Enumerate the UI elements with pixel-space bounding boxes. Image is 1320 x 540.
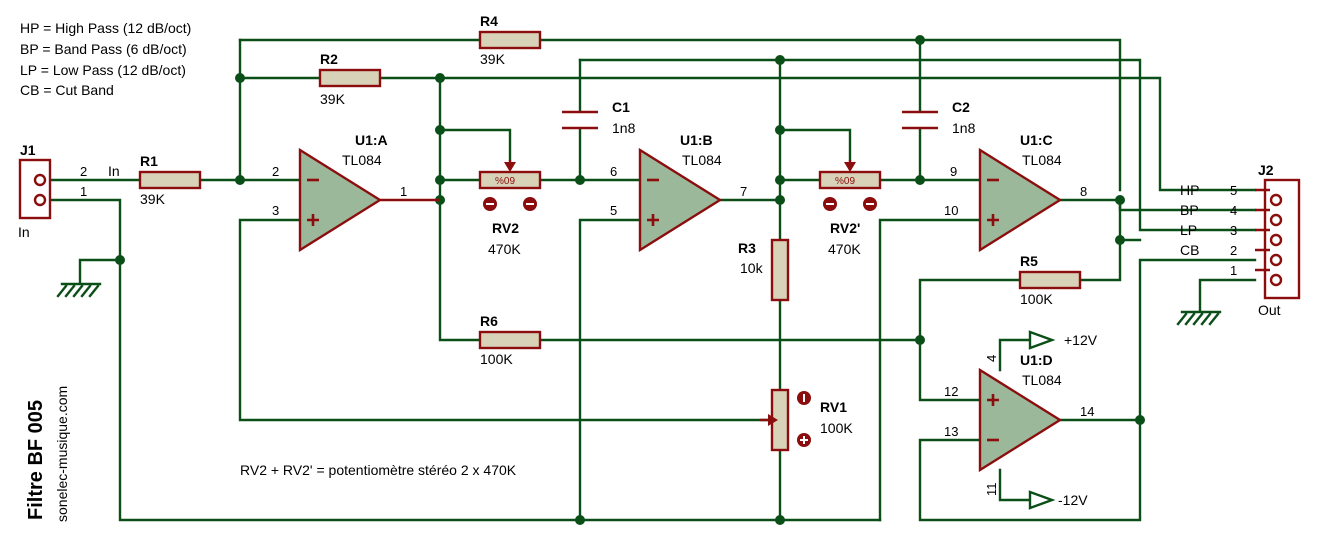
r1-ref: R1 — [140, 153, 158, 169]
r3-ref: R3 — [738, 240, 756, 256]
u1d-type: TL084 — [1022, 372, 1062, 388]
c1-value: 1n8 — [612, 120, 636, 136]
rv1-ref: RV1 — [820, 399, 847, 415]
u1b-ref: U1:B — [680, 132, 713, 148]
opamp-u1d: U1:D TL084 12 13 14 4 11 — [944, 352, 1094, 496]
resistor-r1: R1 39K — [138, 153, 202, 207]
supply-positive: +12V — [1028, 330, 1098, 350]
j1-pin-2: 2 — [80, 164, 87, 179]
u1c-type: TL084 — [1022, 152, 1062, 168]
c2-ref: C2 — [952, 99, 970, 115]
rv2-value: 470K — [488, 241, 521, 257]
side-title: Filtre BF 005 — [25, 400, 47, 520]
j2-label-lp: LP — [1180, 222, 1197, 238]
c2-value: 1n8 — [952, 120, 976, 136]
supply-negative: -12V — [1028, 490, 1088, 510]
resistor-r5: R5 100K — [1018, 253, 1082, 307]
u1b-pin-7: 7 — [740, 184, 747, 199]
resistor-r2: R2 39K — [318, 51, 382, 107]
r4-value: 39K — [480, 51, 506, 67]
r5-value: 100K — [1020, 291, 1053, 307]
u1a-type: TL084 — [342, 152, 382, 168]
r6-ref: R6 — [480, 313, 498, 329]
c1-ref: C1 — [612, 99, 630, 115]
u1b-pin-5: 5 — [610, 203, 617, 218]
legend-lp: LP = Low Pass (12 dB/oct) — [20, 62, 186, 78]
ground-symbol-j1 — [56, 282, 102, 298]
u1c-pin-9: 9 — [950, 164, 957, 179]
ground-symbol-j2 — [1176, 310, 1222, 326]
legend: HP = High Pass (12 dB/oct) BP = Band Pas… — [20, 20, 191, 98]
u1c-pin-8: 8 — [1080, 184, 1087, 199]
legend-cb: CB = Cut Band — [20, 82, 114, 98]
u1b-type: TL084 — [682, 152, 722, 168]
resistor-r6: R6 100K — [478, 313, 542, 367]
u1a-pin-3: 3 — [272, 203, 279, 218]
u1d-ref: U1:D — [1020, 352, 1053, 368]
rv2-marking: %09 — [495, 176, 515, 187]
j1-sub: In — [18, 224, 30, 240]
legend-hp: HP = High Pass (12 dB/oct) — [20, 20, 191, 36]
j2-ref: J2 — [1258, 162, 1274, 178]
j2-label-hp: HP — [1180, 182, 1199, 198]
rv2b-marking: %09 — [835, 176, 855, 187]
rv1-value: 100K — [820, 420, 853, 436]
opamp-u1b: U1:B TL084 6 5 7 — [610, 132, 747, 253]
j2-pin-1: 1 — [1230, 263, 1237, 278]
rv2b-ref: RV2' — [830, 220, 860, 236]
j1-pin-1: 1 — [80, 184, 87, 199]
u1d-pin-4: 4 — [984, 355, 999, 362]
capacitor-c2: C2 1n8 — [902, 99, 976, 136]
j2-label-cb: CB — [1180, 242, 1199, 258]
supply-positive-label: +12V — [1064, 332, 1098, 348]
connector-j1: J1 In 2 1 In — [18, 142, 120, 240]
r2-value: 39K — [320, 91, 346, 107]
side-site: sonelec-musique.com — [54, 386, 70, 522]
connector-j2: J2 Out 5 4 3 2 1 HP BP LP CB — [1180, 162, 1301, 318]
legend-bp: BP = Band Pass (6 dB/oct) — [20, 41, 187, 57]
resistor-r4: R4 39K — [478, 13, 542, 67]
r1-value: 39K — [140, 191, 166, 207]
capacitor-c1: C1 1n8 — [562, 99, 636, 136]
j2-pin-4: 4 — [1230, 203, 1237, 218]
opamp-u1c: U1:C TL084 9 10 8 — [944, 132, 1087, 253]
j2-pin-3: 3 — [1230, 223, 1237, 238]
u1a-pin-2: 2 — [272, 164, 279, 179]
j2-label-bp: BP — [1180, 202, 1199, 218]
potentiometer-rv1: RV1 100K — [760, 388, 853, 452]
j1-ref: J1 — [20, 142, 36, 158]
u1a-pin-1: 1 — [400, 184, 407, 199]
j2-sub: Out — [1258, 302, 1281, 318]
potentiometer-rv2: %09 RV2 470K — [478, 160, 542, 257]
junctions — [115, 35, 1145, 525]
u1d-pin-11: 11 — [984, 483, 999, 497]
wires — [48, 38, 1257, 522]
u1b-pin-6: 6 — [610, 164, 617, 179]
u1d-pin-13: 13 — [944, 424, 958, 439]
rv2b-value: 470K — [828, 241, 861, 257]
resistor-r3: R3 10k — [738, 238, 790, 302]
u1c-ref: U1:C — [1020, 132, 1053, 148]
r3-value: 10k — [740, 260, 764, 276]
supply-negative-label: -12V — [1058, 492, 1088, 508]
r2-ref: R2 — [320, 51, 338, 67]
potentiometer-rv2-prime: %09 RV2' 470K — [818, 160, 882, 257]
opamp-u1a: U1:A TL084 2 3 1 — [272, 132, 440, 253]
r4-ref: R4 — [480, 13, 498, 29]
j2-pin-5: 5 — [1230, 183, 1237, 198]
u1a-ref: U1:A — [355, 132, 388, 148]
j1-net-label: In — [108, 163, 120, 179]
r5-ref: R5 — [1020, 253, 1038, 269]
j2-pin-2: 2 — [1230, 243, 1237, 258]
r6-value: 100K — [480, 351, 513, 367]
u1d-pin-12: 12 — [944, 384, 958, 399]
stereo-pot-note: RV2 + RV2' = potentiomètre stéréo 2 x 47… — [240, 462, 517, 478]
rv2-ref: RV2 — [492, 220, 519, 236]
u1d-pin-14: 14 — [1080, 404, 1094, 419]
u1c-pin-10: 10 — [944, 203, 958, 218]
